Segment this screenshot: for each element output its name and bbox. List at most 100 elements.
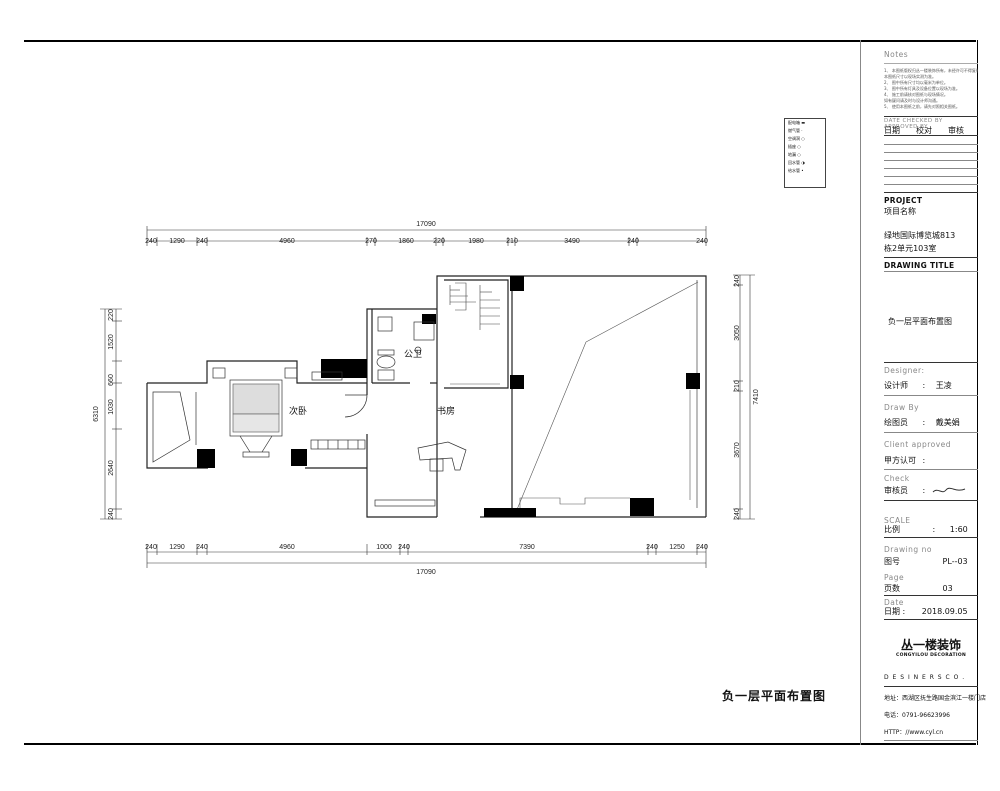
bottom-dim-label: 240 (145, 544, 157, 551)
designers-co: D E S I N E R S C O . (884, 674, 966, 681)
page-row: 页数 03 (884, 584, 953, 593)
date-en: Date (884, 598, 904, 607)
top-dim-label: 240 (627, 238, 639, 245)
drawing-title-label: DRAWING TITLE (884, 261, 955, 270)
symbol-legend: 配电箱 ▬ 燃气管 · 空调洞 ○ 插座 ○ 地漏 ○ 回水管 ◑ 给水管 • (784, 118, 826, 188)
bottom-dim-labels: 240 1290 240 4960 1000 240 7390 240 1250… (145, 544, 708, 551)
frame-right-line (977, 40, 978, 745)
frame-top-line (24, 40, 976, 42)
client-en: Client approved (884, 440, 952, 449)
legend-item: 配电箱 ▬ (788, 120, 806, 125)
notes-label: Notes (884, 50, 909, 59)
bottom-dim-label: 240 (398, 544, 410, 551)
left-dim-label: 2640 (108, 460, 115, 476)
company-logo: 丛一楼装饰 CONGYILOU DECORATION (884, 636, 978, 658)
note-line: 4、 施工前请核对图纸与现场情况。 (884, 92, 948, 97)
bedroom-fixtures (152, 367, 343, 463)
left-dim-label: 220 (108, 309, 115, 321)
company-name-cn: 丛一楼装饰 (900, 638, 961, 652)
bottom-dim-label: 4960 (279, 544, 295, 551)
frame-bottom-line (24, 743, 976, 745)
top-dim-label: 240 (696, 238, 708, 245)
legend-item: 地漏 ○ (788, 152, 801, 157)
date-value: 2018.09.05 (921, 607, 968, 616)
right-dim-label: 3050 (734, 325, 741, 341)
left-dim-label: 240 (108, 508, 115, 520)
legend-item: 空调洞 ○ (788, 136, 805, 141)
legend-item: 回水管 ◑ (788, 160, 805, 165)
designer-en: Designer: (884, 366, 925, 375)
legend-item: 燃气管 · (788, 128, 803, 133)
drawby-name: 戴美娟 (935, 418, 960, 427)
company-website: HTTP：//www.cyl.cn (884, 729, 944, 736)
right-dim-label: 240 (734, 508, 741, 520)
top-dim-label: 270 (365, 238, 377, 245)
top-dim-label: 220 (433, 238, 445, 245)
left-dim-label: 1030 (108, 399, 115, 415)
date-header-en: DATE CHECKED BY APPROVED BY (884, 118, 943, 130)
right-dim-label: 240 (734, 275, 741, 287)
top-dim-label: 1980 (468, 238, 484, 245)
drawno-row: 图号 PL--03 (884, 557, 968, 566)
bottom-dim-label: 1290 (169, 544, 185, 551)
room-label-bedroom: 次卧 (289, 405, 307, 417)
top-dimension-chain (146, 226, 707, 246)
right-total-dim: 7410 (753, 389, 760, 405)
project-name-line2: 栋2单元103室 (884, 244, 937, 253)
plan-title: 负一层平面布置图 (722, 689, 827, 703)
scale-value: 1:60 (949, 525, 968, 534)
left-dim-label: 1520 (108, 334, 115, 350)
date-header-cn: 日期 校对 审核 (884, 126, 964, 135)
titleblock-divider (860, 40, 861, 745)
floor-plan: 17090 240 1290 240 4960 270 1860 220 198… (93, 221, 760, 576)
designer-name: 王凌 (935, 381, 952, 390)
company-phone: 电话：0791-96623996 (884, 712, 950, 719)
project-label: PROJECT (884, 196, 923, 205)
top-dim-label: 210 (506, 238, 518, 245)
designer-row: 设计师 : 王凌 (884, 381, 952, 390)
stairs (449, 282, 500, 330)
date-row: 日期 : 2018.09.05 (884, 607, 968, 616)
top-dim-label: 4960 (279, 238, 295, 245)
notes-list: 1、 本图纸版权归丛一楼装饰所有，未经许可不得复制使用。 本图纸尺寸以现场实测为… (884, 68, 978, 110)
page-en: Page (884, 573, 905, 582)
left-dim-label: 660 (108, 374, 115, 386)
study-fixtures (310, 394, 467, 507)
scale-row: 比例 : 1:60 (884, 525, 968, 534)
top-dim-label: 240 (145, 238, 157, 245)
right-dim-label: 3670 (734, 442, 741, 458)
check-row: 审核员 : (884, 485, 978, 496)
signature-mark (932, 487, 965, 492)
bottom-total-dim: 17090 (416, 569, 436, 576)
drawing-title: 负一层平面布置图 (888, 317, 952, 326)
bottom-dim-label: 240 (196, 544, 208, 551)
room-label-study: 书房 (437, 405, 455, 417)
top-dim-label: 1290 (169, 238, 185, 245)
right-dimension-chain (733, 274, 755, 520)
note-line: 5、 使用本图纸之前，请先对照相关图纸。 (884, 104, 960, 109)
void-lines (515, 281, 699, 513)
bottom-dim-label: 240 (696, 544, 708, 551)
left-total-dim: 6310 (93, 406, 100, 422)
legend-item: 给水管 • (788, 168, 804, 173)
left-dimension-chain (100, 308, 122, 520)
project-cn: 项目名称 (884, 207, 916, 216)
page-value: 03 (942, 584, 953, 593)
legend-item: 插座 ○ (788, 144, 801, 149)
note-line: 1、 本图纸版权归丛一楼装饰所有，未经许可不得复制使用。 (884, 68, 978, 73)
right-dim-labels: 240 3050 210 3670 240 (734, 275, 741, 520)
bottom-dim-label: 1000 (376, 544, 392, 551)
top-dim-label: 3490 (564, 238, 580, 245)
project-name-line1: 绿地国际博览城813 (884, 231, 956, 240)
note-line: 3、 图中所有灯具及设备位置以现场为准。 (884, 86, 960, 91)
room-label-bathroom: 公卫 (404, 349, 422, 360)
top-dim-labels: 240 1290 240 4960 270 1860 220 1980 210 … (145, 238, 708, 245)
bottom-dim-label: 240 (646, 544, 658, 551)
right-dim-label: 210 (734, 380, 741, 392)
note-line: 本图纸尺寸以现场实测为准。 (884, 74, 936, 79)
top-dim-label: 240 (196, 238, 208, 245)
drawno-en: Drawing no (884, 545, 932, 554)
scale-en: SCALE (884, 516, 911, 525)
bottom-dim-label: 1250 (669, 544, 685, 551)
note-line: 如有疑问请及时与设计师沟通。 (884, 98, 940, 103)
